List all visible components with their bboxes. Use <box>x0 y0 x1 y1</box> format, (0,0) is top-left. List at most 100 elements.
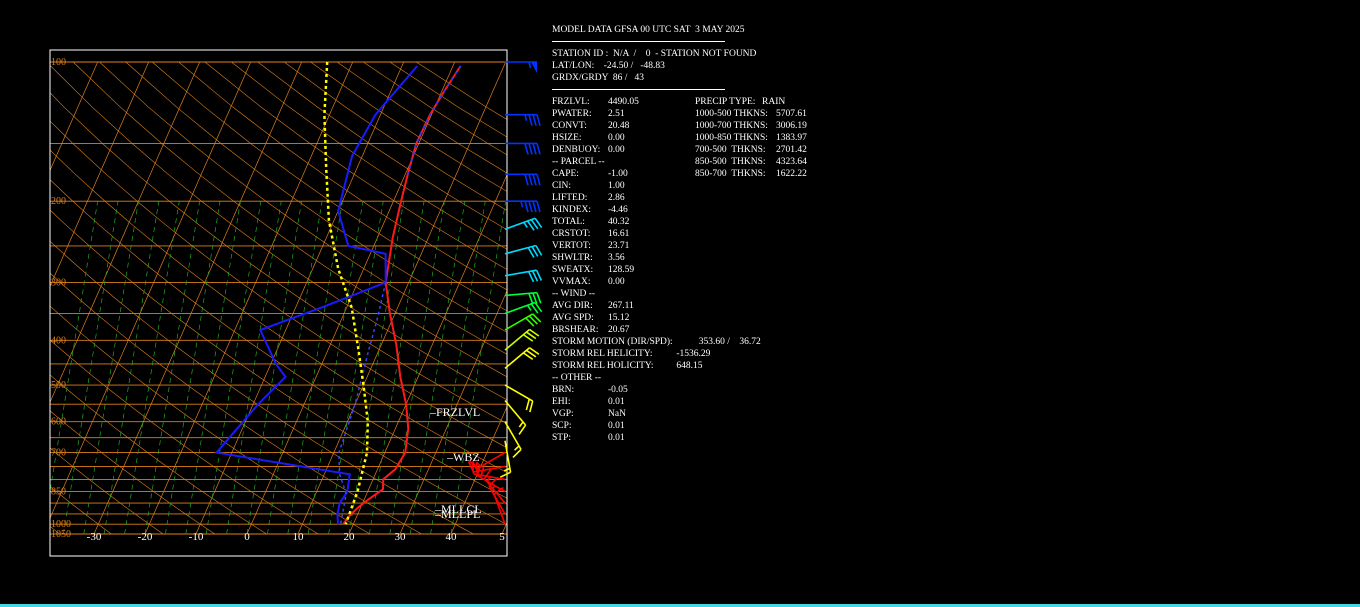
temperature-tick-label: 5 <box>499 531 505 543</box>
wind-barb-staff <box>483 478 506 504</box>
index-value: NaN <box>608 409 626 419</box>
isotherm-line <box>0 62 47 534</box>
wind-barb <box>504 400 527 435</box>
mixing-ratio-line <box>267 201 323 535</box>
wind-barb <box>504 328 540 351</box>
wind-barb-staff <box>476 451 506 470</box>
mixing-ratio-line <box>450 201 507 535</box>
mixing-ratio-line <box>144 201 201 535</box>
wind-barb-feather <box>488 477 498 487</box>
wind-barb-feather <box>535 245 543 256</box>
wind-barb-staff <box>473 473 506 481</box>
thickness-label: 1000-700 THKNS: <box>695 121 768 131</box>
wind-barb-feather <box>483 468 492 479</box>
index-label: PWATER: <box>552 109 592 119</box>
wind-barb-staff <box>504 328 531 351</box>
wind-barb-feather <box>524 200 529 213</box>
thickness-value: RAIN <box>762 97 786 107</box>
pressure-tick-label: 1000 <box>51 519 71 530</box>
wind-barb <box>504 313 542 331</box>
wind-barb-half-feather <box>520 200 524 208</box>
mixing-ratio-line <box>83 201 139 535</box>
index-label: AVG SPD: <box>552 313 594 323</box>
index-label: VVMAX: <box>552 277 591 287</box>
index-value: 128.59 <box>608 265 635 275</box>
isotherm-line <box>50 61 99 172</box>
wind-barb-staff <box>504 244 537 255</box>
info-panel: MODEL DATA GFSA 00 UTC SAT 3 MAY 2025 ST… <box>552 24 852 443</box>
wind-barb-feather <box>528 315 538 325</box>
level-annotation: –FRZLVL <box>429 405 480 419</box>
dry-adiabat <box>50 339 319 535</box>
index-label: EHI: <box>552 397 571 407</box>
wind-barb-half-feather <box>524 114 528 121</box>
wind-barb-feather <box>528 114 533 126</box>
isotherm-line <box>93 61 303 535</box>
index-value: 0.00 <box>608 145 625 155</box>
divider <box>552 41 725 42</box>
level-annotation: –WBZ <box>446 450 480 464</box>
wind-barb-feather <box>529 400 534 413</box>
index-label: SCP: <box>552 421 572 431</box>
dry-adiabat <box>99 61 507 355</box>
chart-ticks: 10020030040050060070085010001050-30-20-1… <box>51 57 505 543</box>
temperature-tick-label: 10 <box>293 531 305 543</box>
isotherm-line <box>348 174 507 535</box>
wind-barb <box>504 244 543 258</box>
isotherm-line <box>50 61 150 288</box>
wind-barb-staff <box>504 217 536 230</box>
index-value: 4490.05 <box>608 97 639 107</box>
temperature-tick-label: 20 <box>344 531 356 543</box>
index-value: 0.00 <box>608 133 625 143</box>
wind-barb-feather <box>528 200 533 213</box>
index-value: 2.86 <box>608 193 625 203</box>
index-value: 0.01 <box>608 433 625 443</box>
wind-barb-feather <box>532 174 537 186</box>
pressure-tick-label: 100 <box>51 57 66 68</box>
wind-barb-feather <box>536 292 542 304</box>
mixing-ratio-line <box>246 201 303 535</box>
thickness-label: 1000-500 THKNS: <box>695 109 768 119</box>
index-label: CAPE: <box>552 169 579 179</box>
thickness-label: 700-500 THKNS: <box>695 145 766 155</box>
wind-barb <box>483 468 506 504</box>
index-value: 0.01 <box>608 397 625 407</box>
isotherm-line <box>246 61 456 535</box>
wind-barb-pennant <box>531 62 537 73</box>
index-label: LIFTED: <box>552 193 588 203</box>
dry-adiabat <box>50 410 216 535</box>
plot-frame <box>49 49 508 557</box>
index-label: VERTOT: <box>552 241 591 251</box>
mixing-ratio-line <box>63 201 119 535</box>
index-value: -1536.29 <box>676 349 711 359</box>
dry-adiabat <box>363 61 507 156</box>
dry-adiabat <box>50 179 507 499</box>
wind-barb-feather <box>527 247 535 258</box>
wind-barb-feather <box>524 143 529 155</box>
station-line: STATION ID : N/A / 0 - STATION NOT FOUND <box>552 49 757 59</box>
wind-barb-feather <box>531 246 539 257</box>
isotherm-line <box>399 289 507 535</box>
wind-barb-feather <box>532 292 538 305</box>
mixing-ratio-line <box>307 201 364 535</box>
wind-barb-feather <box>535 269 543 281</box>
dry-adiabat <box>50 149 507 473</box>
mixing-ratio-line <box>103 201 160 535</box>
index-value: 2.51 <box>608 109 625 119</box>
wind-barb <box>499 440 512 478</box>
wind-barb-staff <box>504 291 537 297</box>
index-label: KINDEX: <box>552 205 592 215</box>
wind-barb-half-feather <box>526 304 532 311</box>
dry-adiabat <box>50 120 507 449</box>
wind-barb-feather <box>524 174 529 186</box>
wind-barb-feather <box>527 271 535 283</box>
index-label: STORM MOTION (DIR/SPD): <box>552 337 673 347</box>
mixing-ratio-line <box>226 201 282 535</box>
wind-barb-half-feather <box>486 476 492 483</box>
wind-barb <box>505 61 537 73</box>
index-label: SHWLTR: <box>552 253 593 263</box>
wind-barb-staff <box>504 347 531 369</box>
wind-barb <box>505 113 541 126</box>
thickness-value: 5707.61 <box>776 109 807 119</box>
wind-barb-feather <box>532 313 542 323</box>
